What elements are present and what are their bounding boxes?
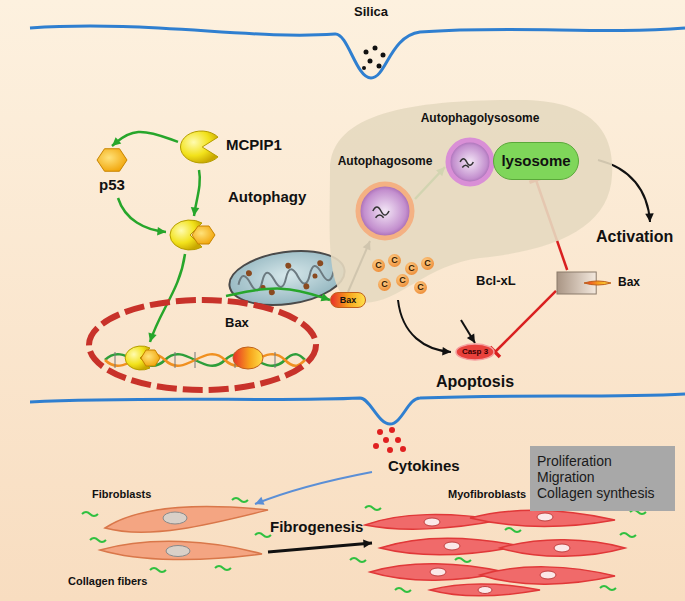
node-text: Bax — [618, 276, 640, 290]
node-text: lysosome — [500, 149, 572, 173]
pathway-connector — [112, 132, 178, 146]
node-text: Casp 3 — [455, 347, 495, 356]
outcome-box: ProliferationMigrationCollagen synthesis — [530, 446, 675, 511]
bax-shape — [584, 281, 611, 285]
node-text: Collagen synthesis — [537, 485, 668, 501]
cytochrome-c: C — [372, 259, 385, 272]
protein-shape — [181, 131, 219, 163]
collagen-fibers — [82, 498, 646, 592]
node-text: Bcl-xL — [476, 274, 516, 289]
node-text: MCPIP1 — [226, 136, 282, 153]
node-text: Bax — [332, 294, 364, 306]
nuclear-envelope — [89, 300, 316, 390]
lysosome: lysosome — [493, 142, 579, 180]
myofibroblast-cells — [365, 510, 625, 595]
nucleus-outline — [85, 296, 320, 394]
fibroblast-cells — [100, 506, 268, 559]
process-label: Fibrogenesis — [270, 518, 363, 535]
cargo-squiggle — [460, 159, 473, 168]
bclxl-bax-complex: Bcl-xL Bax — [476, 268, 656, 298]
cytokine-label: Cytokines — [388, 457, 460, 474]
bclxl-bax-complex-outline — [556, 270, 612, 296]
cell-label: Myofibroblasts — [448, 488, 526, 501]
bax-protein: Bax — [330, 292, 366, 308]
cytochrome-c: C — [396, 274, 409, 287]
cell-label: Fibroblasts — [92, 488, 151, 501]
cargo-squiggle — [373, 207, 389, 218]
vesicle-shape — [358, 184, 412, 238]
pathway-connector — [226, 289, 330, 300]
pathway-connector — [461, 320, 475, 343]
cytochrome-c: C — [378, 278, 391, 291]
p53-protein: p53 — [92, 146, 132, 194]
cell-membrane — [30, 394, 685, 424]
cytochrome-c: C — [414, 281, 427, 294]
node-text: Apoptosis — [423, 373, 527, 391]
region-shape — [330, 100, 613, 303]
node-text: Proliferation — [537, 453, 668, 469]
mcpip1-protein-outline — [178, 130, 222, 164]
fiber-label: Collagen fibers — [68, 575, 147, 588]
autophagosome-outline — [355, 181, 415, 241]
node-text: Autophagosome — [335, 155, 435, 169]
autophagosome: Autophagosome — [335, 155, 435, 243]
cell-membrane — [30, 26, 685, 78]
pathway-connector — [495, 291, 556, 352]
vesicle-shape — [448, 140, 492, 184]
mcpip1-protein: MCPIP1 — [178, 128, 286, 168]
cytochrome-c: C — [388, 254, 401, 267]
myofibroblast-nuclei — [424, 513, 570, 594]
node-text: Bax — [225, 316, 249, 331]
caspase-shape — [456, 344, 494, 360]
node-text: Autophagy — [228, 188, 306, 205]
protein-shape — [97, 149, 127, 172]
node-text: p53 — [88, 176, 136, 193]
outcome-label: Activation — [596, 228, 673, 246]
node-text: Migration — [537, 469, 668, 485]
cytokine-dots — [373, 427, 406, 453]
p53-protein-outline — [96, 146, 128, 174]
cytochrome-c: C — [405, 262, 418, 275]
mcpip1-p53-complex — [170, 220, 215, 250]
caspase-3: Casp 3Apoptosis — [453, 343, 497, 393]
node-text: Autophagolysosome — [415, 112, 545, 126]
nucleus: Bax — [85, 296, 320, 394]
silica-particles — [362, 46, 386, 71]
bound-complex — [125, 346, 263, 370]
cytochrome-c: C — [421, 257, 434, 270]
stimulus-label: Silica — [354, 5, 388, 20]
autophagolysosome-outline — [445, 137, 495, 187]
